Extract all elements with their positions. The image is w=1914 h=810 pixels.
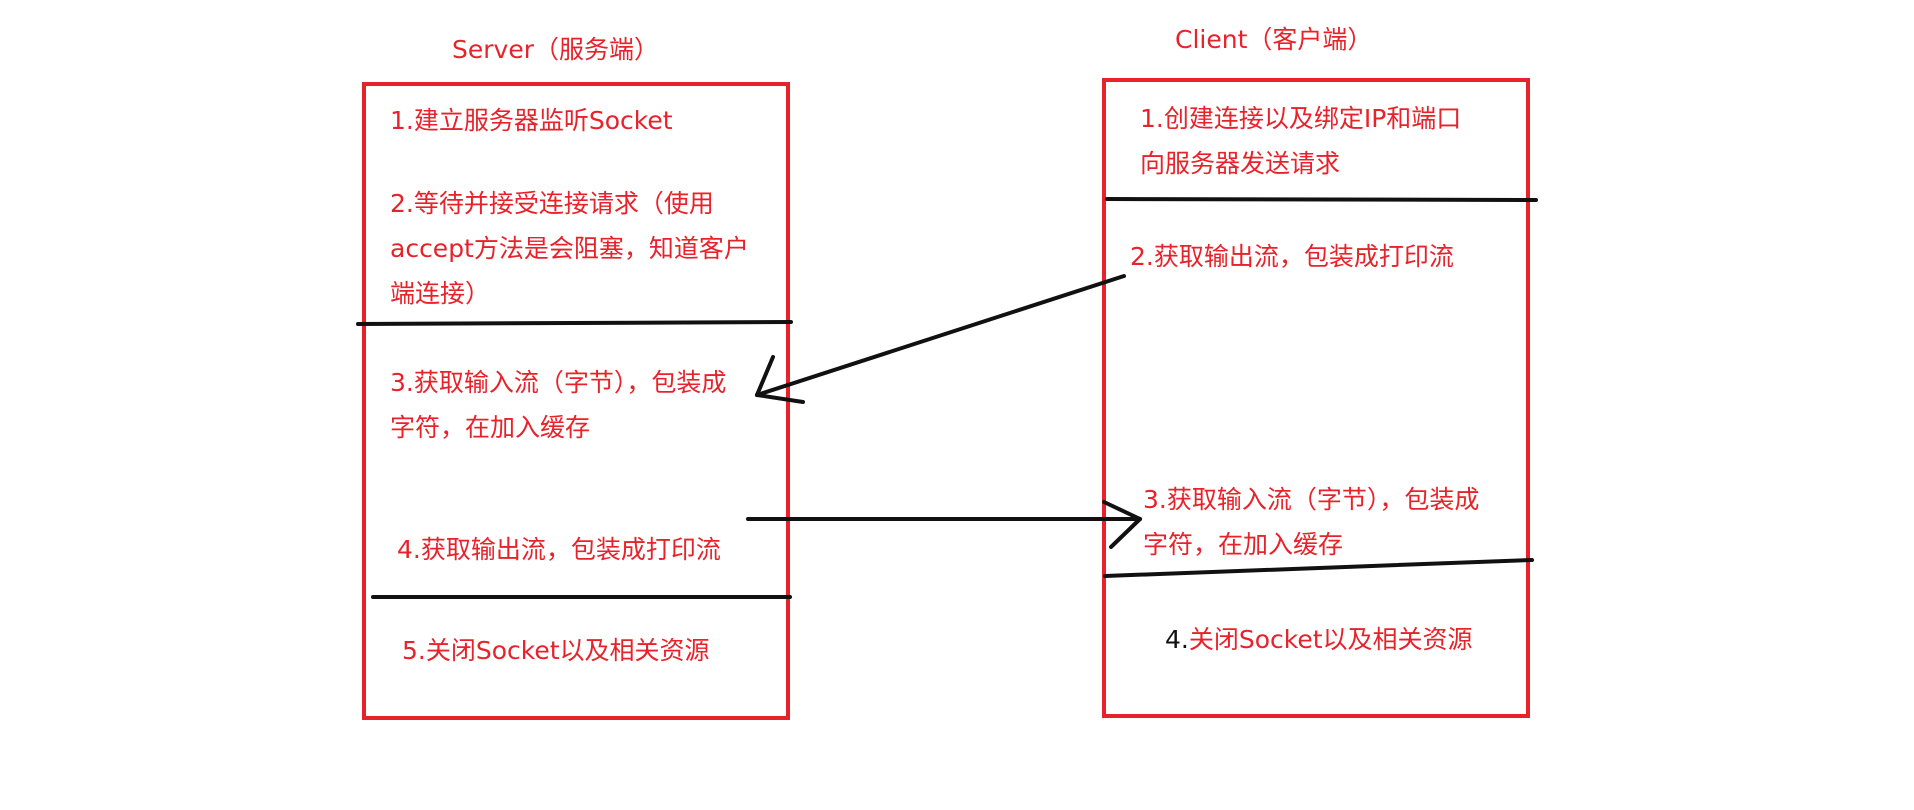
server-step-3-line-1: 3.获取输入流（字节），包装成 <box>390 368 727 397</box>
client-step-4-text: 关闭Socket以及相关资源 <box>1188 625 1473 654</box>
client-step-3-line-1: 3.获取输入流（字节），包装成 <box>1143 485 1480 514</box>
server-step-3: 3.获取输入流（字节），包装成 字符，在加入缓存 <box>390 360 726 450</box>
server-step-4-line-1: 4.获取输出流，包装成打印流 <box>397 535 721 564</box>
server-step-1-line-1: 1.建立服务器监听Socket <box>390 106 673 135</box>
server-divider-1 <box>356 320 793 326</box>
client-step-1-line-2: 向服务器发送请求 <box>1140 149 1341 178</box>
client-step-4: 4.关闭Socket以及相关资源 <box>1165 617 1473 662</box>
server-title: Server（服务端） <box>452 35 659 64</box>
server-step-1: 1.建立服务器监听Socket <box>390 98 673 143</box>
client-box <box>1102 78 1530 718</box>
client-step-2: 2.获取输出流，包装成打印流 <box>1130 234 1454 279</box>
server-step-5-line-1: 5.关闭Socket以及相关资源 <box>402 636 710 665</box>
client-title: Client（客户端） <box>1175 25 1373 54</box>
arrow-client-to-server <box>755 274 1126 404</box>
arrow-server-to-client <box>746 500 1142 549</box>
client-step-3-line-2: 字符，在加入缓存 <box>1143 530 1344 559</box>
client-step-1-line-1: 1.创建连接以及绑定IP和端口 <box>1140 104 1462 133</box>
client-divider-2 <box>1103 558 1534 578</box>
client-step-4-number: 4. <box>1165 625 1189 654</box>
server-step-2-line-3: 端连接） <box>390 279 491 308</box>
server-step-4: 4.获取输出流，包装成打印流 <box>397 527 721 572</box>
server-step-2: 2.等待并接受连接请求（使用 accept方法是会阻塞，知道客户 端连接） <box>390 181 749 316</box>
server-step-3-line-2: 字符，在加入缓存 <box>390 413 591 442</box>
server-step-5: 5.关闭Socket以及相关资源 <box>402 628 710 673</box>
server-step-2-line-1: 2.等待并接受连接请求（使用 <box>390 189 714 218</box>
client-step-2-line-1: 2.获取输出流，包装成打印流 <box>1130 242 1454 271</box>
client-divider-1 <box>1105 197 1538 202</box>
client-step-1: 1.创建连接以及绑定IP和端口 向服务器发送请求 <box>1140 96 1461 186</box>
client-step-3: 3.获取输入流（字节），包装成 字符，在加入缓存 <box>1143 477 1479 567</box>
server-step-2-line-2: accept方法是会阻塞，知道客户 <box>390 234 749 263</box>
